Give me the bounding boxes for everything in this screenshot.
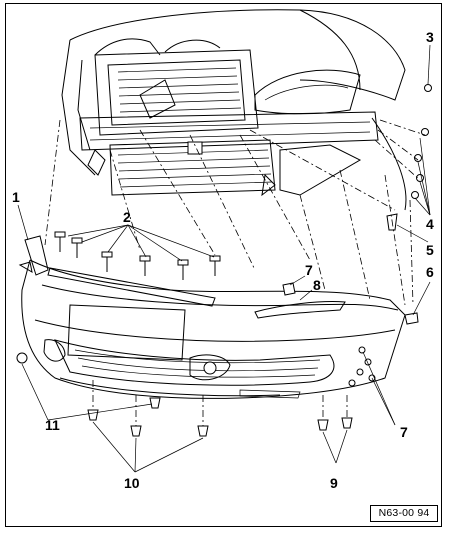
callout-leaders: [17, 44, 431, 473]
callout-2: 2: [123, 209, 131, 225]
screws-item-2: [54, 224, 221, 280]
callout-6: 6: [426, 264, 434, 280]
callout-7-upper: 7: [305, 262, 313, 278]
callout-7-lower: 7: [400, 424, 408, 440]
bumper-cover: [18, 235, 406, 399]
reference-code-label: N63-00 94: [370, 505, 438, 522]
alignment-lines: [44, 119, 426, 306]
callout-9: 9: [330, 475, 338, 491]
callout-1: 1: [12, 189, 20, 205]
callout-4: 4: [426, 216, 434, 232]
callout-11: 11: [45, 417, 60, 433]
callout-numbers: 1 2 3 4 5 6 7 8 7 9 10 11: [12, 29, 434, 491]
callout-5: 5: [426, 242, 434, 258]
vehicle-front-body: [61, 9, 432, 231]
callout-8: 8: [313, 277, 321, 293]
callout-3: 3: [426, 29, 434, 45]
callout-10: 10: [124, 475, 140, 491]
diagram-frame: [5, 3, 442, 527]
lower-fasteners: [16, 282, 419, 437]
